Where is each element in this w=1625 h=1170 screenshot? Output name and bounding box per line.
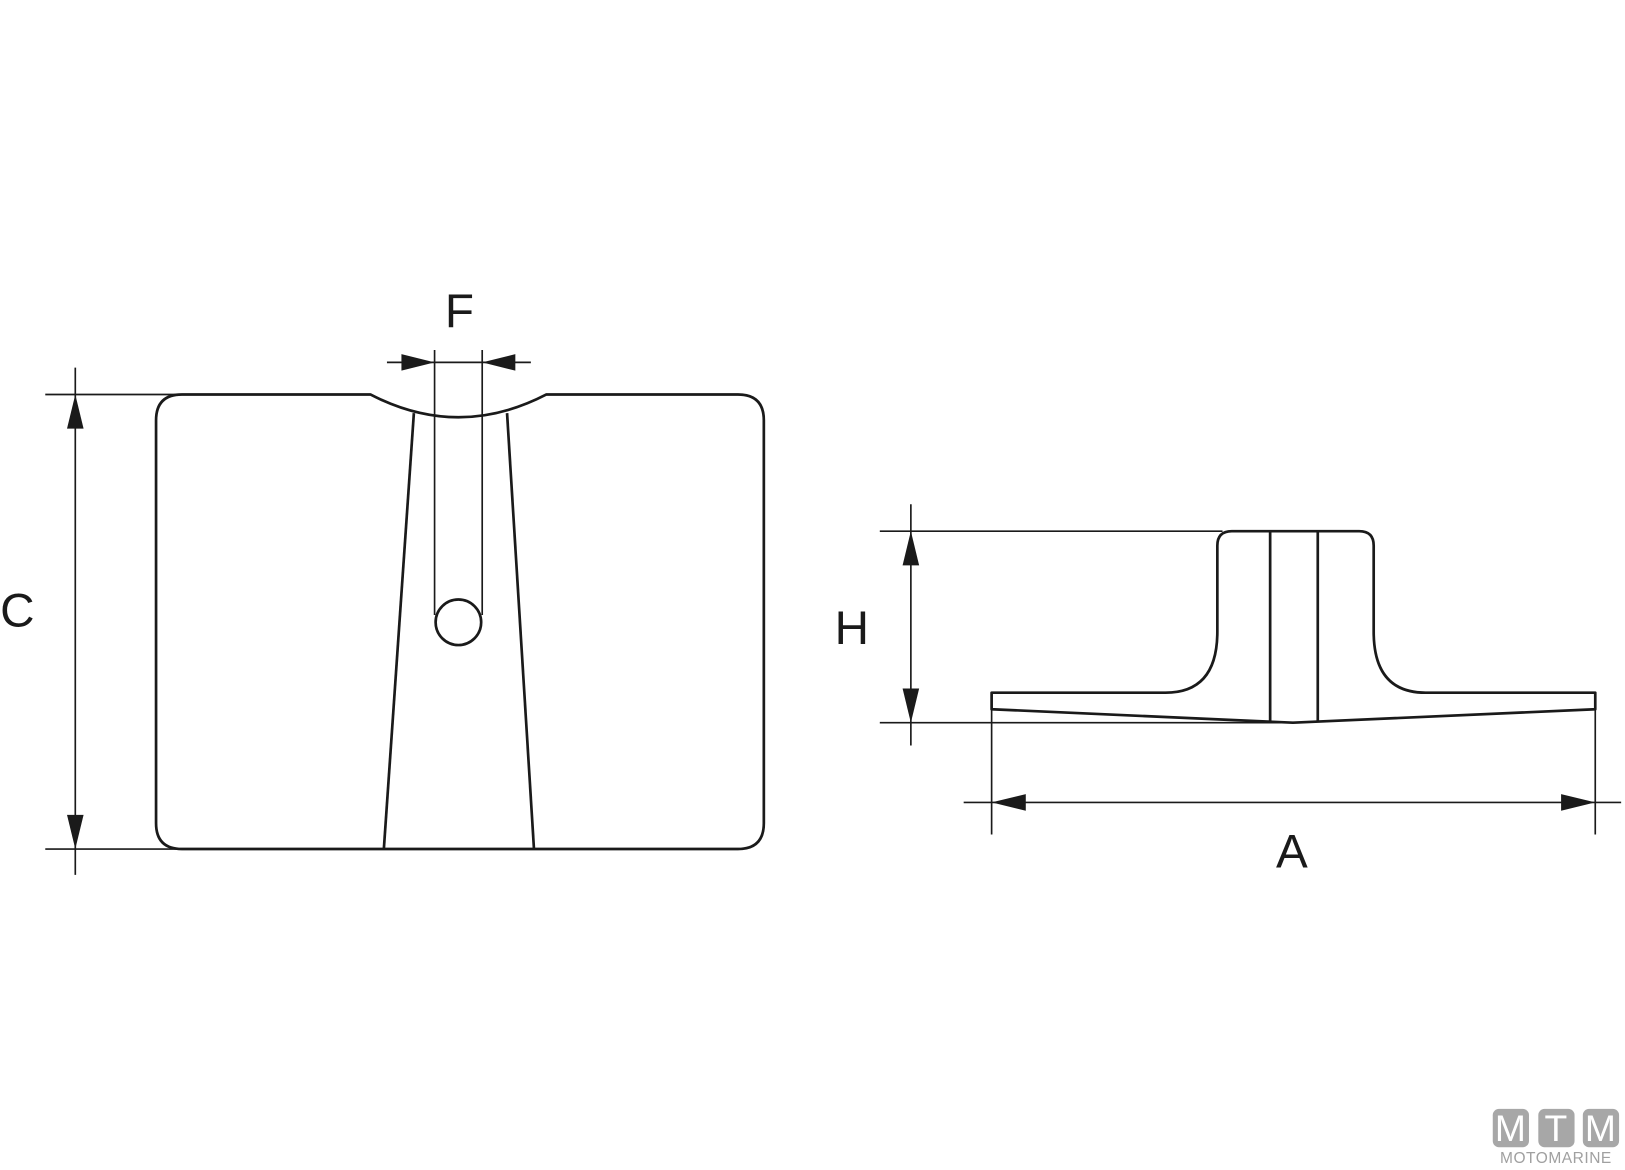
mounting-hole (434, 598, 483, 647)
label-a: A (1276, 826, 1308, 879)
side-view: H A (835, 504, 1622, 879)
plate-outline (154, 393, 766, 851)
logo-letter: M (1585, 1107, 1616, 1149)
label-c: C (0, 584, 34, 637)
logo-subtitle: MOTOMARINE (1500, 1150, 1612, 1167)
dimension-f: F (386, 285, 531, 371)
label-f: F (445, 285, 474, 338)
arrow-icon (67, 814, 84, 850)
taper-line-right (505, 413, 536, 850)
side-profile (990, 529, 1597, 725)
dimension-a: A (963, 692, 1622, 879)
dimension-c: C (0, 367, 179, 875)
taper-line-left (382, 413, 416, 850)
arrow-icon (1561, 794, 1596, 811)
label-h: H (835, 602, 869, 655)
dimension-h: H (835, 504, 1293, 746)
arrow-icon (401, 354, 435, 371)
motomarine-logo: M T M MOTOMARINE (1492, 1107, 1620, 1167)
arrow-icon (902, 688, 920, 723)
front-view: F C (0, 285, 766, 875)
arrow-icon (991, 794, 1026, 811)
logo-letter: M (1495, 1107, 1526, 1149)
arrow-icon (482, 354, 516, 371)
arrow-icon (902, 531, 920, 566)
logo-letter: T (1545, 1107, 1568, 1149)
arrow-icon (67, 394, 84, 429)
